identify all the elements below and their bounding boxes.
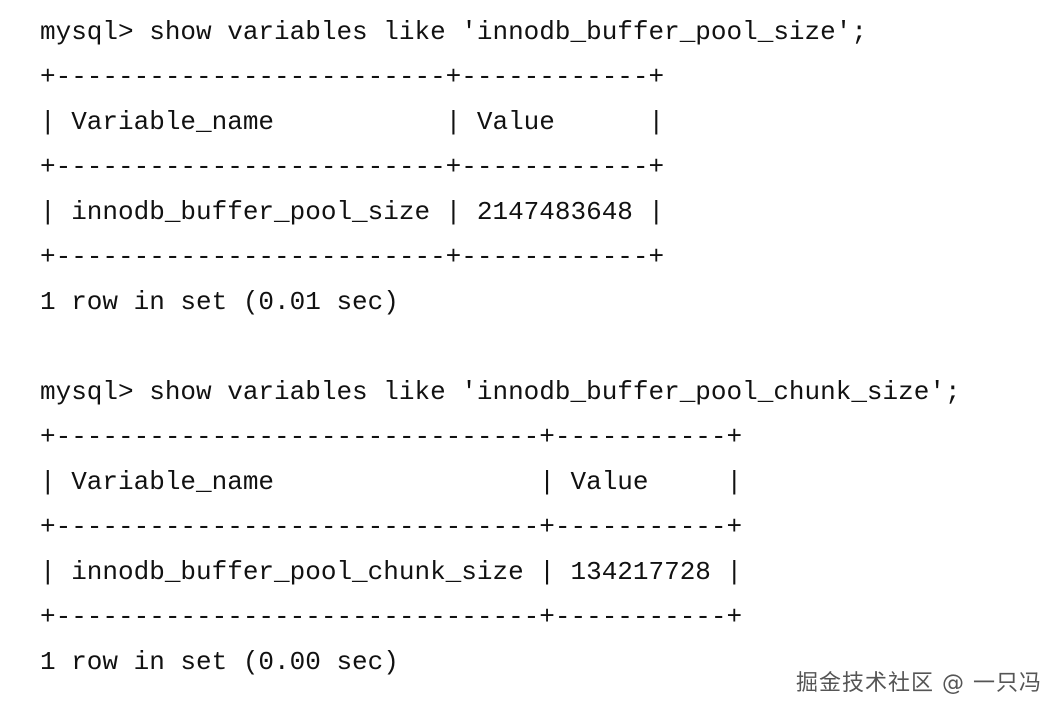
table-header-row-2: | Variable_name | Value |	[40, 467, 743, 497]
table-row-1: | innodb_buffer_pool_size | 2147483648 |	[40, 197, 665, 227]
table-row-2: | innodb_buffer_pool_chunk_size | 134217…	[40, 557, 743, 587]
table-border-top-2: +-------------------------------+-------…	[40, 422, 743, 452]
watermark: 掘金技术社区 @ 一只冯	[796, 671, 1042, 696]
table-border-bottom-1: +-------------------------+------------+	[40, 242, 665, 272]
table-header-row-1: | Variable_name | Value |	[40, 107, 665, 137]
spacer	[40, 325, 961, 370]
table-border-mid-2: +-------------------------------+-------…	[40, 512, 743, 542]
table-border-mid-1: +-------------------------+------------+	[40, 152, 665, 182]
result-footer-1: 1 row in set (0.01 sec)	[40, 287, 399, 317]
command-prompt-1: mysql> show variables like 'innodb_buffe…	[40, 17, 867, 47]
command-prompt-2: mysql> show variables like 'innodb_buffe…	[40, 377, 961, 407]
table-border-bottom-2: +-------------------------------+-------…	[40, 602, 743, 632]
result-footer-2: 1 row in set (0.00 sec)	[40, 647, 399, 677]
table-border-top-1: +-------------------------+------------+	[40, 62, 665, 92]
terminal-output: mysql> show variables like 'innodb_buffe…	[40, 10, 961, 685]
